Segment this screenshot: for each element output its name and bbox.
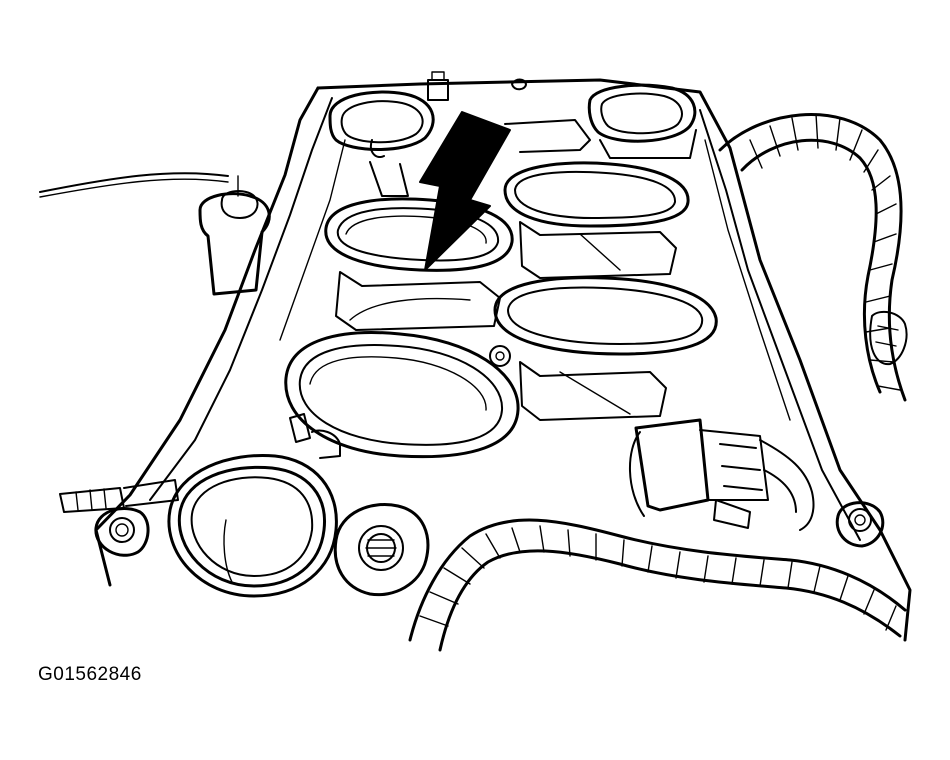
bolt-hole-center: [489, 345, 511, 367]
top-fittings: [369, 71, 591, 197]
locating-tab: [289, 413, 341, 459]
wiring-harness-lower: [408, 518, 907, 652]
bolt-hole-right: [835, 501, 885, 548]
sensor-wire: [39, 172, 229, 198]
threaded-boss: [333, 503, 430, 597]
figure-id-label: G01562846: [38, 664, 142, 685]
bolt-hole-left: [94, 507, 150, 557]
gasket-port-2-left: [324, 197, 514, 272]
gasket-port-2-right: [503, 161, 690, 228]
harness-clip: [869, 310, 908, 366]
hose-fitting-left: [59, 479, 179, 513]
port-bottom-left: [167, 453, 338, 598]
gasket-port-3-left: [284, 331, 520, 459]
port-top-left: [328, 90, 435, 151]
port-top-right: [587, 83, 697, 159]
intake-manifold-gasket-illustration: [39, 71, 912, 652]
manifold-flange: [94, 78, 912, 642]
electrical-connector: [629, 418, 815, 531]
manifold-cavities: [335, 221, 677, 421]
stud-post: [198, 175, 271, 296]
callout-arrow: [419, 111, 511, 271]
wiring-harness-upper: [718, 113, 907, 402]
gasket-port-3-right: [493, 276, 718, 356]
